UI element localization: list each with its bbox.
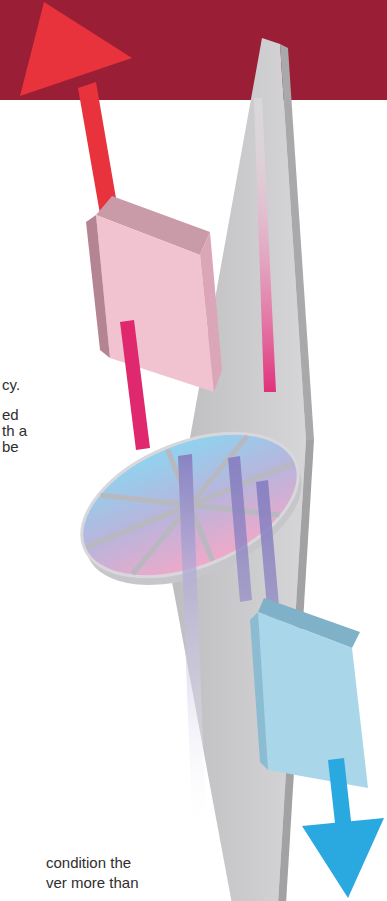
text-fragment: cy. (2, 376, 20, 393)
text-fragment: ver more than (46, 874, 139, 891)
supply-duct (250, 598, 368, 788)
text-fragment: condition the (46, 854, 131, 871)
exhaust-arrow (20, 2, 132, 214)
wheel-spoke (86, 505, 190, 547)
text-fragment: th a (2, 422, 27, 439)
text-fragment: ed (2, 406, 19, 423)
supply-arrow (302, 758, 384, 898)
text-fragment: be (2, 438, 19, 455)
airflow-streak (254, 98, 276, 392)
airflow-bar (120, 320, 150, 450)
airflow-bar (228, 456, 252, 602)
airflow-bar (178, 454, 206, 820)
header-band (0, 0, 387, 100)
exhaust-duct (86, 196, 222, 392)
